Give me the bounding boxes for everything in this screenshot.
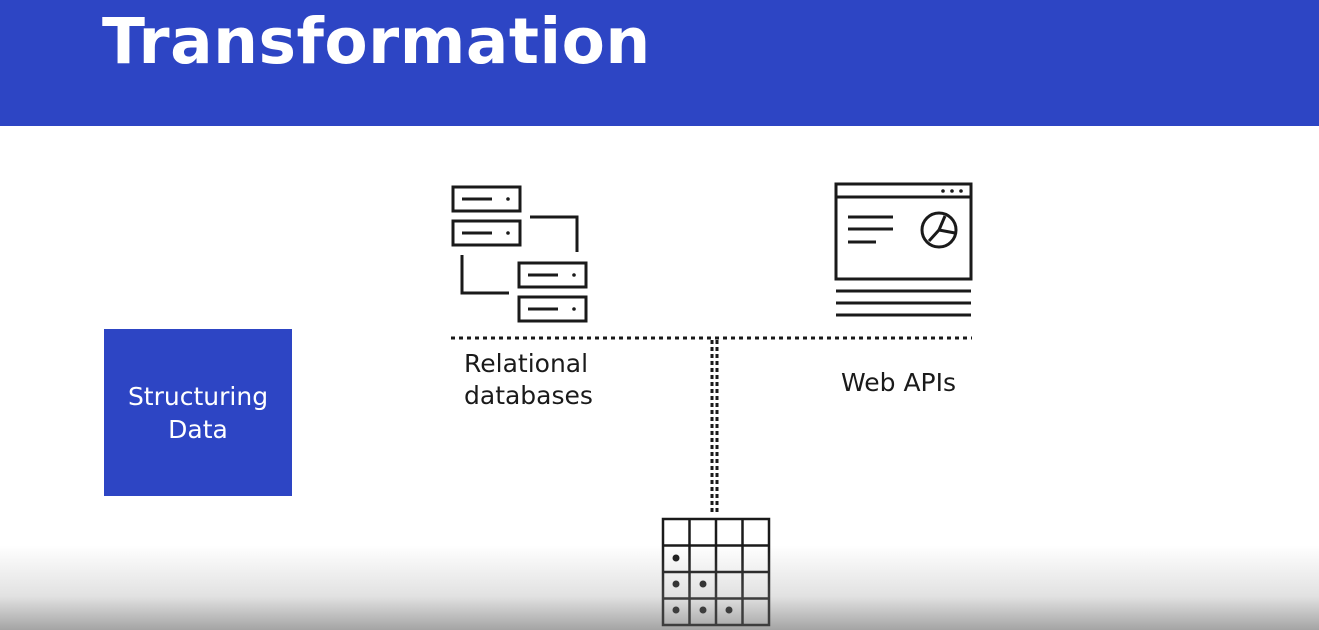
dotted-connectors	[451, 336, 972, 514]
stage-label: Structuring Data	[127, 381, 269, 444]
header-bar: Transformation	[0, 0, 1319, 126]
relational-databases-label: Relational databases	[464, 348, 624, 412]
relational-databases-label-line2: databases	[464, 381, 593, 410]
stage-box: Structuring Data	[104, 329, 292, 496]
server-stack-icon	[451, 185, 588, 323]
web-apis-label: Web APIs	[841, 368, 957, 397]
relational-databases-label-line1: Relational	[464, 349, 589, 378]
page-title: Transformation	[102, 5, 651, 78]
browser-window-icon	[834, 182, 973, 317]
data-grid-icon	[661, 517, 771, 627]
